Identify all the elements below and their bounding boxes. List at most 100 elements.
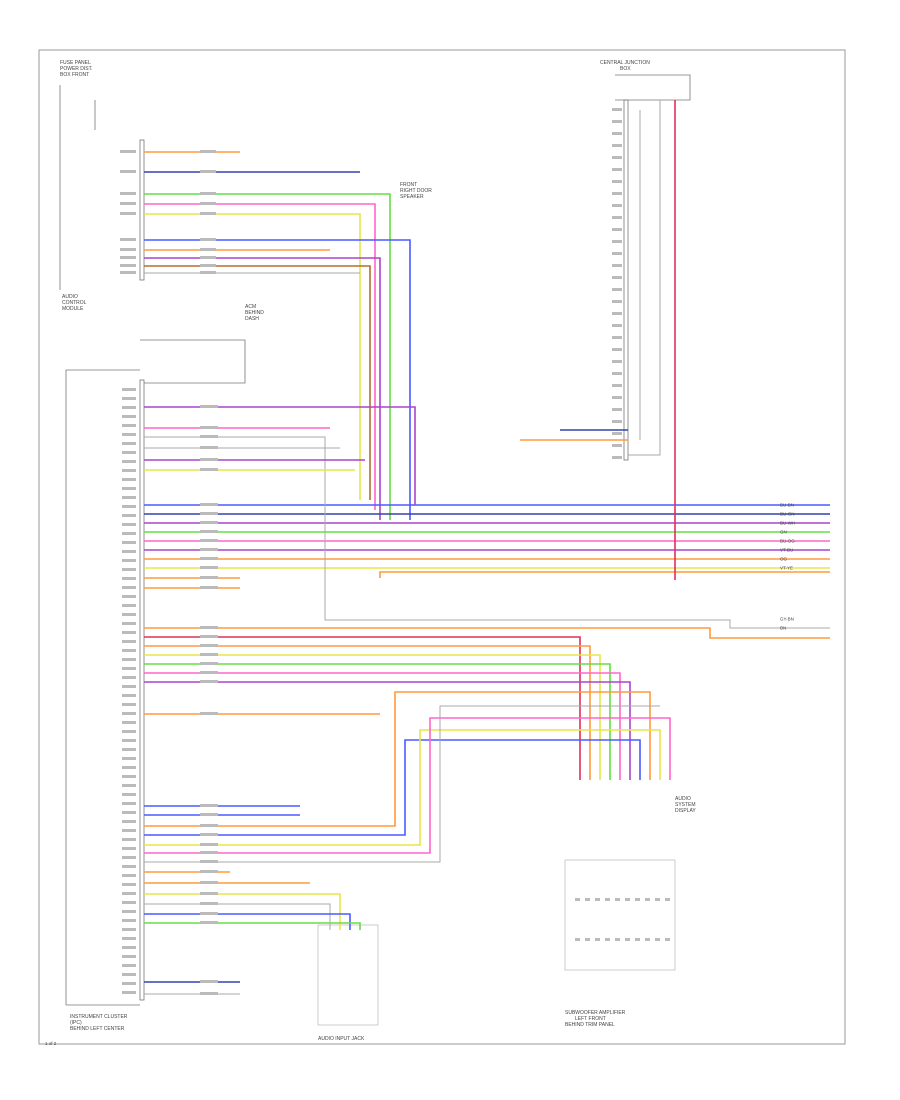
svg-text:SYSTEM: SYSTEM xyxy=(675,802,696,808)
svg-text:SUBWOOFER AMPLIFIER: SUBWOOFER AMPLIFIER xyxy=(565,1010,626,1016)
wire-code-main-34 xyxy=(200,902,218,905)
amp-pin-mark-b-645 xyxy=(645,938,650,941)
wire-code-main-23 xyxy=(200,712,218,715)
pin-mark-right-314 xyxy=(612,312,622,315)
pin-mark-main-804 xyxy=(122,802,136,805)
wire-low-10 xyxy=(144,893,341,930)
svg-text:BEHIND: BEHIND xyxy=(245,310,264,316)
pin-mark-main-696 xyxy=(122,694,136,697)
pin-mark-main-579 xyxy=(122,577,136,580)
amp-pin-mark-b-605 xyxy=(605,938,610,941)
pin-mark-main-525 xyxy=(122,523,136,526)
pin-mark-main-624 xyxy=(122,622,136,625)
wire-top-8 xyxy=(144,257,381,520)
pin-mark-main-894 xyxy=(122,892,136,895)
right-edge-label-10: BN xyxy=(780,626,786,631)
wire-main-c xyxy=(144,436,830,629)
pin-mark-main-831 xyxy=(122,829,136,832)
svg-text:POWER DIST.: POWER DIST. xyxy=(60,66,93,72)
amp-pin-mark-585 xyxy=(585,898,590,901)
wire-code-main-13 xyxy=(200,566,218,569)
wire-code-top-0 xyxy=(200,150,216,153)
wire-low-6 xyxy=(144,717,671,854)
wire-code-top-8 xyxy=(200,264,216,267)
pin-mark-main-822 xyxy=(122,820,136,823)
svg-text:CENTRAL JUNCTION: CENTRAL JUNCTION xyxy=(600,60,650,66)
pin-mark-main-570 xyxy=(122,568,136,571)
audio-input-jack xyxy=(317,924,379,1026)
module-connector-main xyxy=(139,379,145,1001)
pin-mark-main-462 xyxy=(122,460,136,463)
amp-pin-mark-b-665 xyxy=(665,938,670,941)
wire-main-n xyxy=(144,663,611,780)
wire-code-top-7 xyxy=(200,256,216,259)
wire-code-main-4 xyxy=(200,458,218,461)
wire-code-main-24 xyxy=(200,804,218,807)
pin-mark-right-170 xyxy=(612,168,622,171)
pin-mark-main-984 xyxy=(122,982,136,985)
amp-pin-mark-b-575 xyxy=(575,938,580,941)
amp-pin-mark-625 xyxy=(625,898,630,901)
amp-pin-mark-b-595 xyxy=(595,938,600,941)
pin-mark-right-182 xyxy=(612,180,622,183)
module-connector-top xyxy=(139,139,145,281)
pin-mark-right-290 xyxy=(612,288,622,291)
amp-pin-mark-b-655 xyxy=(655,938,660,941)
component-label-bottom-left: INSTRUMENT CLUSTER (IPC) BEHIND LEFT CEN… xyxy=(70,1014,128,1032)
wire-low-4 xyxy=(144,739,641,836)
wire-code-main-19 xyxy=(200,653,218,656)
component-label-top-right: CENTRAL JUNCTION BOX xyxy=(600,60,650,72)
svg-text:ACM: ACM xyxy=(245,304,256,310)
module-outline-main xyxy=(65,369,140,1006)
wire-code-main-7 xyxy=(200,512,218,515)
wire-main-l xyxy=(144,645,591,780)
wire-code-main-17 xyxy=(200,635,218,638)
wire-code-top-4 xyxy=(200,212,216,215)
pin-mark-main-795 xyxy=(122,793,136,796)
pin-mark-main-543 xyxy=(122,541,136,544)
amp-pin-mark-575 xyxy=(575,898,580,901)
pin-mark-right-386 xyxy=(612,384,622,387)
pin-mark-main-669 xyxy=(122,667,136,670)
wire-code-main-36 xyxy=(200,921,218,924)
pin-mark-main-750 xyxy=(122,748,136,751)
wire-code-main-33 xyxy=(200,892,218,895)
pin-mark-right-398 xyxy=(612,396,622,399)
pin-mark-main-939 xyxy=(122,937,136,940)
amp-pin-mark-665 xyxy=(665,898,670,901)
wire-low-13 xyxy=(144,922,361,930)
pin-mark-main-453 xyxy=(122,451,136,454)
pin-mark-main-534 xyxy=(122,532,136,535)
amp-pin-mark-b-635 xyxy=(635,938,640,941)
pin-mark-right-266 xyxy=(612,264,622,267)
pin-mark-right-446 xyxy=(612,444,622,447)
pin-mark-top-2 xyxy=(120,192,136,195)
svg-text:MODULE: MODULE xyxy=(62,306,84,312)
wire-code-main-3 xyxy=(200,446,218,449)
wire-code-main-20 xyxy=(200,662,218,665)
pin-mark-right-458 xyxy=(612,456,622,459)
component-label-bottom-mid: AUDIO INPUT JACK xyxy=(318,1036,365,1042)
pin-mark-main-705 xyxy=(122,703,136,706)
pin-mark-main-417 xyxy=(122,415,136,418)
pin-mark-main-885 xyxy=(122,883,136,886)
wire-code-main-21 xyxy=(200,671,218,674)
wire-code-main-8 xyxy=(200,521,218,524)
pin-mark-main-966 xyxy=(122,964,136,967)
amp-pin-mark-655 xyxy=(655,898,660,901)
right-edge-label-3: BU-WH xyxy=(780,521,795,526)
pin-mark-main-597 xyxy=(122,595,136,598)
svg-text:DISPLAY: DISPLAY xyxy=(675,808,696,814)
amplifier-connector xyxy=(564,859,676,971)
component-label-left-mid: AUDIO CONTROL MODULE xyxy=(62,294,87,312)
wire-code-main-38 xyxy=(200,992,218,995)
right-edge-label-9: GY-BN xyxy=(780,617,794,622)
wire-low-7 xyxy=(144,705,660,863)
right-edge-labels: BU-BNBU-GNBU-WHGNBU-OGVT-BUOGVT-YEGY-BNB… xyxy=(780,503,795,631)
pin-mark-top-0 xyxy=(120,150,136,153)
wire-code-top-2 xyxy=(200,192,216,195)
pin-mark-main-948 xyxy=(122,946,136,949)
pin-mark-main-786 xyxy=(122,784,136,787)
right-edge-label-5: BU-OG xyxy=(780,539,795,544)
wire-code-top-9 xyxy=(200,271,216,274)
